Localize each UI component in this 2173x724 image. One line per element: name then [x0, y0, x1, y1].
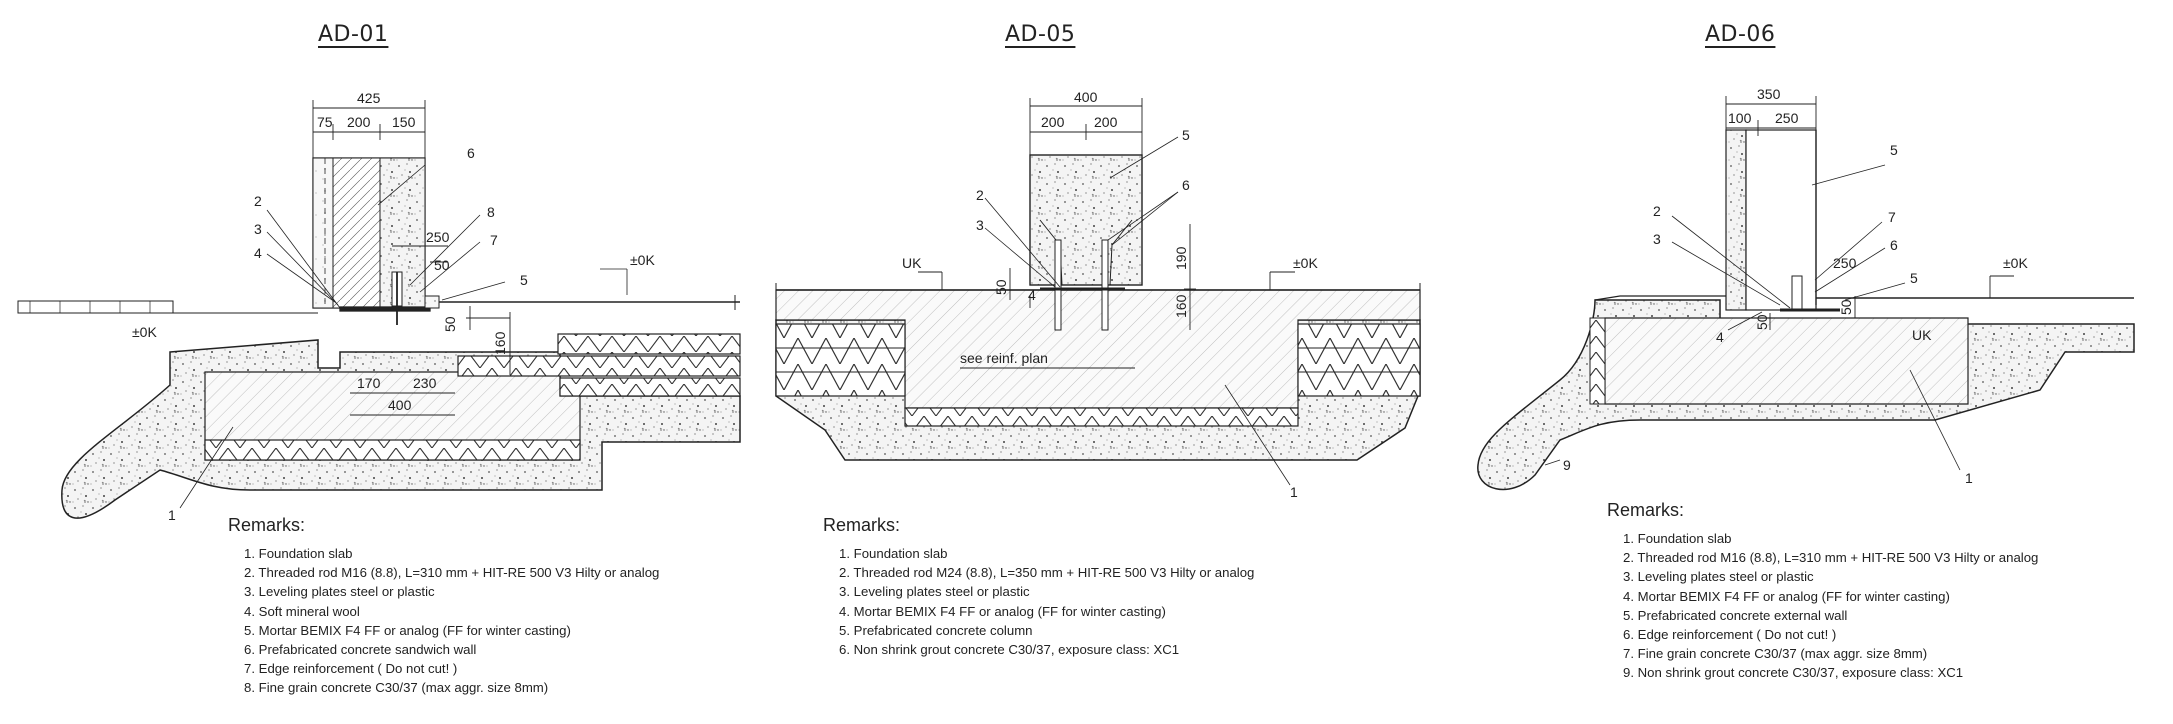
- note-reinf: see reinf. plan: [960, 350, 1048, 366]
- dim-50: 50: [993, 279, 1009, 295]
- dim-200b: 200: [1094, 114, 1118, 130]
- callout-3: 3: [1653, 231, 1661, 247]
- callout-4: 4: [254, 245, 262, 261]
- level-zero-left: ±0K: [132, 324, 157, 340]
- dim-250: 250: [1775, 110, 1799, 126]
- level-zero: ±0K: [2003, 255, 2028, 271]
- dim-350: 350: [1757, 86, 1781, 102]
- dim-400: 400: [1074, 89, 1098, 105]
- callout-7: 7: [1888, 209, 1896, 225]
- dim-170: 170: [357, 375, 381, 391]
- dim-50b: 50: [1838, 299, 1854, 315]
- remark-item: 9. Non shrink grout concrete C30/37, exp…: [1623, 665, 1964, 681]
- callout-5: 5: [1890, 142, 1898, 158]
- callout-1: 1: [168, 507, 176, 523]
- dim-150: 150: [392, 114, 416, 130]
- dim-250: 250: [426, 229, 450, 245]
- callout-4: 4: [1028, 287, 1036, 303]
- level-zero: ±0K: [1293, 255, 1318, 271]
- callout-6: 6: [1890, 237, 1898, 253]
- remark-item: 5. Prefabricated concrete external wall: [1623, 607, 1848, 623]
- dim-200a: 200: [1041, 114, 1065, 130]
- callout-4: 4: [1716, 329, 1724, 345]
- callout-5: 5: [1182, 127, 1190, 143]
- detail-title-ad05: AD-05: [1005, 22, 1076, 47]
- dim-50a: 50: [1754, 314, 1770, 330]
- remark-item: 7. Edge reinforcement ( Do not cut! ): [244, 661, 458, 677]
- remark-item: 4. Mortar BEMIX F4 FF or analog (FF for …: [839, 603, 1166, 619]
- level-uk: UK: [1912, 327, 1932, 343]
- dim-250b: 250: [1833, 255, 1857, 271]
- level-zero-right: ±0K: [630, 252, 655, 268]
- callout-9: 9: [1563, 457, 1571, 473]
- callout-6: 6: [1182, 177, 1190, 193]
- callout-5b: 5: [1910, 270, 1918, 286]
- remark-item: 5. Prefabricated concrete column: [839, 622, 1033, 638]
- level-uk: UK: [902, 255, 922, 271]
- remarks-ad06: Remarks: 1. Foundation slab 2. Threaded …: [1607, 500, 2038, 683]
- dim-160: 160: [1173, 294, 1189, 318]
- remarks-ad01: Remarks: 1. Foundation slab 2. Threaded …: [228, 515, 659, 698]
- remark-item: 7. Fine grain concrete C30/37 (max aggr.…: [1623, 646, 1928, 662]
- remarks-title: Remarks:: [823, 515, 901, 535]
- detail-ad05: [775, 98, 1421, 486]
- dim-425: 425: [357, 90, 381, 106]
- dim-400: 400: [388, 397, 412, 413]
- dim-50a: 50: [434, 257, 450, 273]
- remarks-ad05: Remarks: 1. Foundation slab 2. Threaded …: [823, 515, 1254, 659]
- callout-2: 2: [254, 193, 262, 209]
- callout-2: 2: [1653, 203, 1661, 219]
- remark-item: 2. Threaded rod M16 (8.8), L=310 mm + HI…: [244, 565, 660, 581]
- remark-item: 1. Foundation slab: [1623, 531, 1732, 546]
- remark-item: 6. Edge reinforcement ( Do not cut! ): [1623, 627, 1837, 643]
- remarks-title: Remarks:: [1607, 500, 1685, 520]
- remark-item: 4. Mortar BEMIX F4 FF or analog (FF for …: [1623, 588, 1950, 604]
- callout-1: 1: [1290, 484, 1298, 500]
- detail-title-ad06: AD-06: [1705, 22, 1776, 47]
- detail-ad01: [17, 100, 741, 519]
- callout-3: 3: [254, 221, 262, 237]
- remarks-title: Remarks:: [228, 515, 306, 535]
- detail-title-ad01: AD-01: [318, 22, 389, 47]
- remark-item: 8. Fine grain concrete C30/37 (max aggr.…: [244, 680, 549, 696]
- remark-item: 2. Threaded rod M16 (8.8), L=310 mm + HI…: [1623, 550, 2039, 566]
- remark-item: 3. Leveling plates steel or plastic: [1623, 569, 1814, 585]
- dim-100: 100: [1728, 110, 1752, 126]
- dim-160: 160: [492, 331, 508, 355]
- callout-5: 5: [520, 272, 528, 288]
- callout-7: 7: [490, 232, 498, 248]
- callout-3: 3: [976, 217, 984, 233]
- callout-6: 6: [467, 145, 475, 161]
- dim-50b: 50: [442, 316, 458, 332]
- remark-item: 5. Mortar BEMIX F4 FF or analog (FF for …: [244, 622, 571, 638]
- callout-1: 1: [1965, 470, 1973, 486]
- detail-ad06: [1477, 96, 2135, 491]
- callout-2: 2: [976, 187, 984, 203]
- remark-item: 3. Leveling plates steel or plastic: [244, 584, 435, 600]
- callout-8: 8: [487, 204, 495, 220]
- remark-item: 4. Soft mineral wool: [244, 603, 360, 619]
- remark-item: 2. Threaded rod M24 (8.8), L=350 mm + HI…: [839, 565, 1255, 581]
- dim-190: 190: [1173, 246, 1189, 270]
- remark-item: 1. Foundation slab: [839, 546, 948, 561]
- dim-200: 200: [347, 114, 371, 130]
- remark-item: 3. Leveling plates steel or plastic: [839, 584, 1030, 600]
- dim-75: 75: [317, 114, 333, 130]
- remark-item: 6. Non shrink grout concrete C30/37, exp…: [839, 642, 1180, 658]
- dim-230: 230: [413, 375, 437, 391]
- remark-item: 6. Prefabricated concrete sandwich wall: [244, 642, 477, 658]
- remark-item: 1. Foundation slab: [244, 546, 353, 561]
